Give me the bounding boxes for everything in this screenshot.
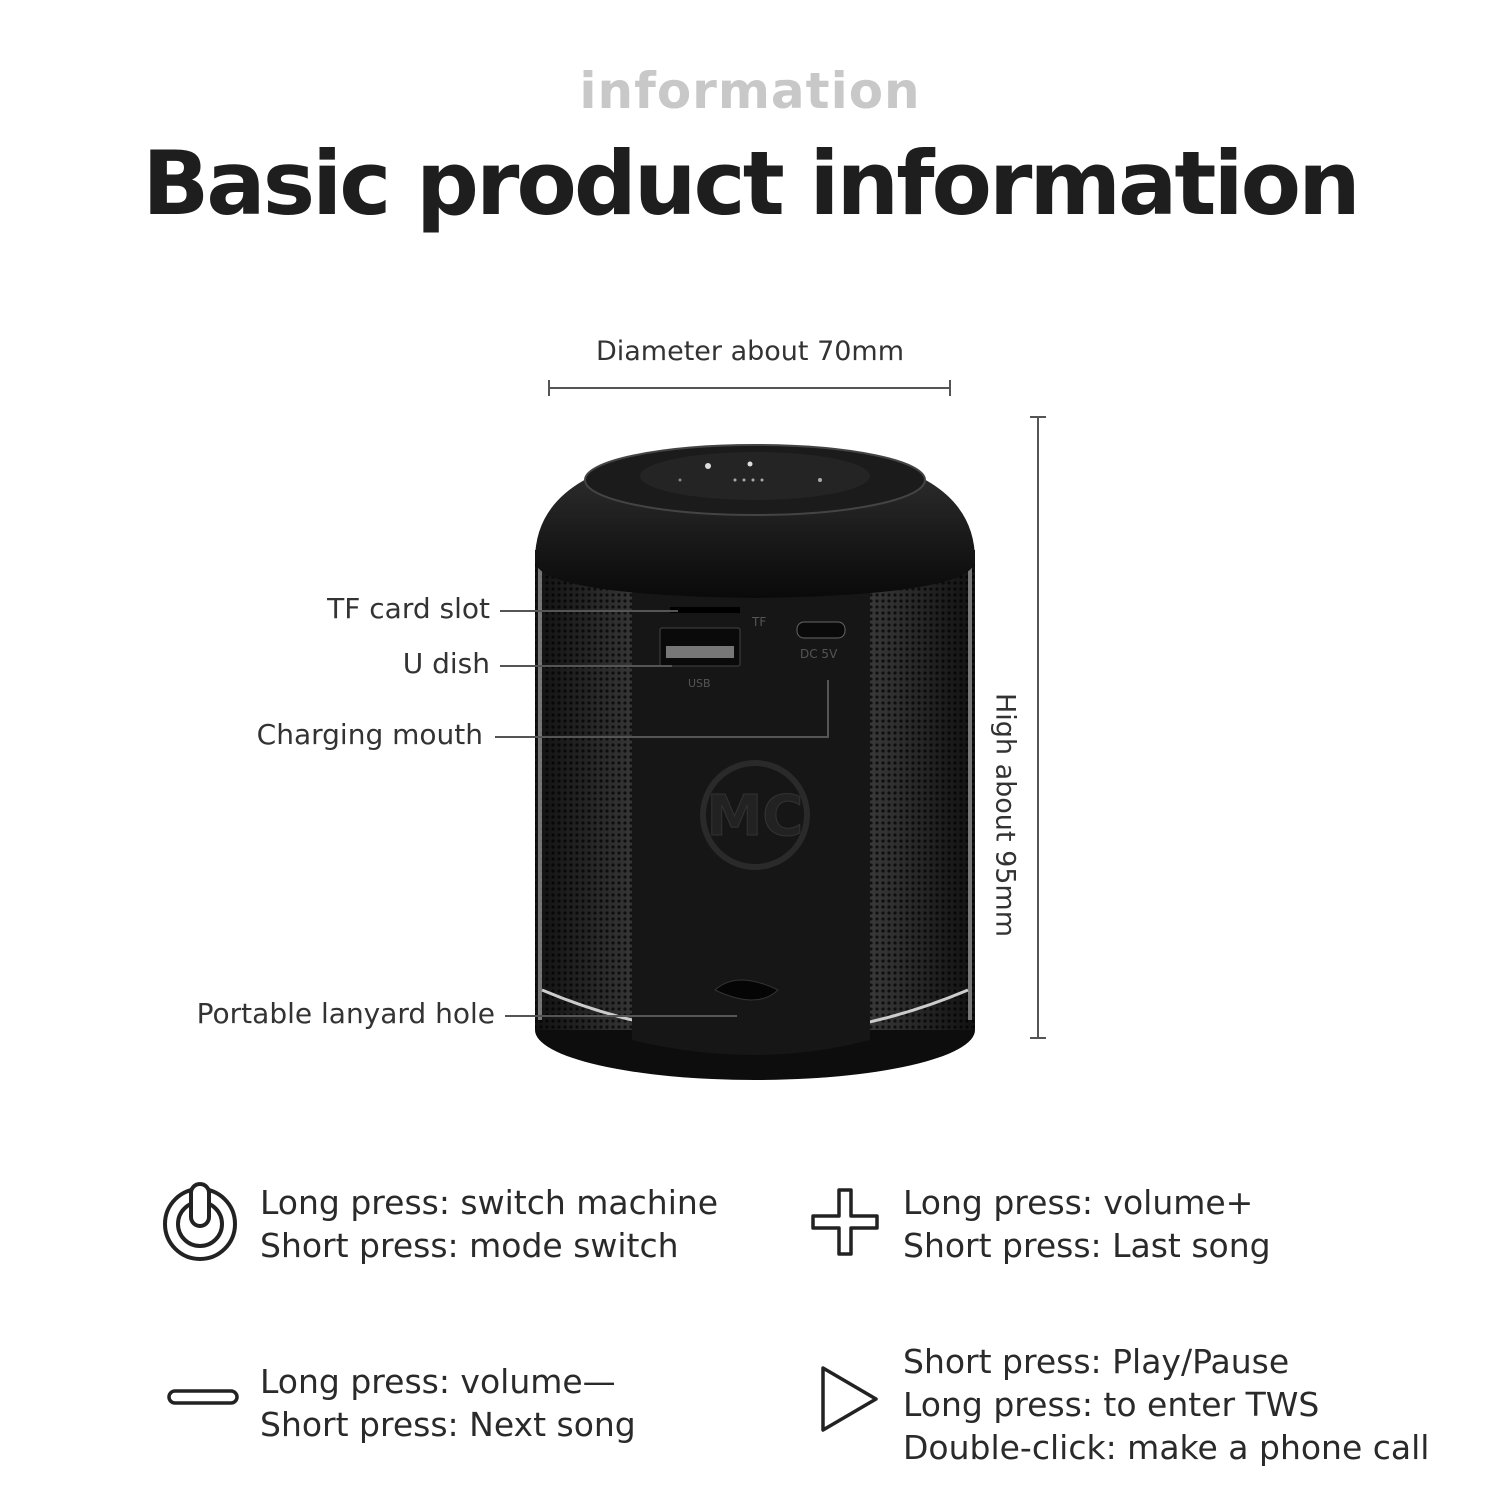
callout-line [495,736,829,738]
callout-line [505,1015,737,1017]
height-line [1037,416,1039,1038]
height-tick [1030,1037,1046,1039]
feature-plus: Long press: volume+ Short press: Last so… [903,1181,1271,1267]
usb-mark: USB [688,677,711,690]
feature-line: Short press: mode switch [260,1226,679,1265]
diameter-line [548,387,951,389]
height-tick [1030,416,1046,418]
callout-line [500,665,672,667]
callout-charging-mouth: Charging mouth [256,718,483,751]
feature-line: Short press: Play/Pause [903,1342,1290,1381]
feature-line: Long press: volume— [260,1362,616,1401]
feature-line: Short press: Last song [903,1226,1271,1265]
dc-mark: DC 5V [800,647,838,661]
power-icon [163,1182,237,1261]
play-icon [821,1366,878,1432]
callout-tf-card-slot: TF card slot [327,592,490,625]
feature-line: Short press: Next song [260,1405,636,1444]
feature-minus: Long press: volume— Short press: Next so… [260,1360,636,1446]
callout-line [827,680,829,738]
tf-mark: TF [751,615,766,629]
feature-line: Double-click: make a phone call [903,1428,1430,1467]
callout-line [500,610,678,612]
height-label: High about 95mm [989,692,1021,938]
speaker-image: TF USB DC 5V MC [535,444,975,1080]
feature-play: Short press: Play/Pause Long press: to e… [903,1340,1429,1469]
section-kicker: information [579,62,921,120]
plus-icon [811,1188,879,1256]
diameter-label: Diameter about 70mm [595,336,905,367]
svg-text:MC: MC [707,784,804,849]
callout-u-dish: U dish [402,647,490,680]
feature-power: Long press: switch machine Short press: … [260,1181,718,1267]
callout-lanyard-hole: Portable lanyard hole [196,997,495,1030]
diameter-tick [548,380,550,396]
minus-icon [167,1389,239,1405]
feature-line: Long press: switch machine [260,1183,719,1222]
feature-line: Long press: volume+ [903,1183,1254,1222]
feature-line: Long press: to enter TWS [903,1385,1320,1424]
diameter-tick [949,380,951,396]
page-title: Basic product information [142,132,1361,235]
